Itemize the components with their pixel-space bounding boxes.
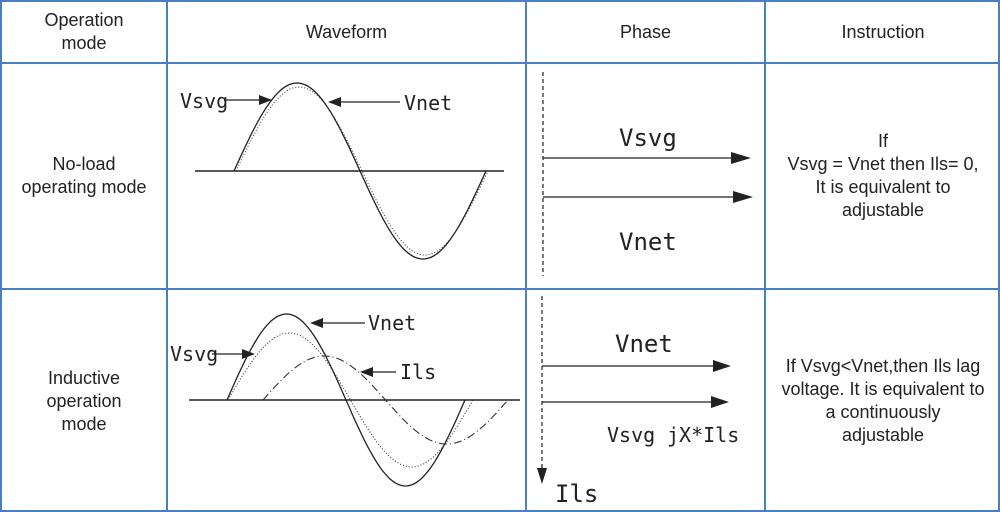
mode-line: operating mode: [21, 177, 147, 197]
column-divider: [764, 2, 766, 510]
noload-phase-diagram: Vsvg Vnet: [542, 72, 753, 276]
phase-label-vsvg: Vsvg: [607, 423, 655, 447]
row-divider: [2, 288, 998, 290]
waveform-label-vsvg: Vsvg: [170, 342, 218, 366]
header-instruction: Instruction: [766, 2, 1000, 62]
waveform-label-vsvg: Vsvg: [180, 89, 228, 113]
header-mode-line: mode: [61, 33, 107, 53]
arrow-head: [360, 367, 373, 377]
waveform-label-ils: Ils: [400, 360, 436, 384]
arrow-head: [713, 360, 731, 372]
column-divider: [525, 2, 527, 510]
inductive-waveform-diagram: Vnet Vsvg Ils: [170, 311, 520, 487]
arrow-head: [242, 349, 255, 359]
phase-label-ils: Ils: [555, 480, 598, 508]
mode-line: Inductive: [47, 367, 121, 388]
phase-label-vnet: Vnet: [619, 228, 677, 256]
arrow-head: [711, 396, 729, 408]
arrow-head: [328, 97, 341, 107]
instruction-line: adjustable: [841, 425, 925, 445]
mode-line: operation: [46, 390, 122, 411]
arrow-head: [731, 152, 751, 164]
header-phase: Phase: [527, 2, 764, 62]
column-divider: [166, 2, 168, 510]
arrow-head: [537, 468, 547, 484]
waveform-label-vnet: Vnet: [368, 311, 416, 335]
instruction-line: voltage. It is equivalent to: [781, 379, 985, 399]
row-noload-mode: No-load operating mode: [2, 64, 166, 288]
waveform-label-vnet: Vnet: [404, 91, 452, 115]
header-instruction-label: Instruction: [841, 21, 925, 42]
row-divider: [2, 62, 998, 64]
instruction-line: a continuously: [825, 402, 941, 422]
arrow-head: [310, 318, 323, 328]
header-waveform-label: Waveform: [305, 21, 388, 42]
mode-line: mode: [61, 413, 107, 434]
row-noload-instruction: If Vsvg = Vnet then Ils= 0, It is equiva…: [766, 64, 1000, 288]
ils-waveform: [262, 355, 509, 445]
row-inductive-instruction: If Vsvg<Vnet,then Ils lag voltage. It is…: [766, 290, 1000, 512]
noload-waveform-diagram: Vsvg Vnet: [180, 82, 504, 260]
vnet-waveform: [226, 313, 466, 487]
instruction-line: It is equivalent to: [815, 177, 951, 197]
header-phase-label: Phase: [619, 21, 672, 42]
arrow-head: [259, 95, 272, 105]
arrow-head: [733, 191, 753, 203]
header-waveform: Waveform: [168, 2, 525, 62]
phase-label-vnet: Vnet: [615, 330, 673, 358]
vnet-waveform: [235, 86, 489, 256]
instruction-line: If: [877, 131, 888, 151]
vsvg-waveform: [233, 82, 487, 260]
instruction-line: adjustable: [841, 200, 925, 220]
mode-line: No-load: [52, 154, 116, 174]
row-inductive-mode: Inductive operation mode: [2, 290, 166, 512]
instruction-line: If Vsvg<Vnet,then Ils lag: [785, 356, 981, 376]
phase-label-jx-ils: jX*Ils: [667, 423, 739, 447]
inductive-phase-diagram: Vnet Vsvg jX*Ils Ils: [537, 296, 739, 508]
phase-label-vsvg: Vsvg: [619, 124, 677, 152]
header-operation-mode: Operation mode: [2, 2, 166, 62]
header-mode-line: Operation: [44, 10, 124, 30]
instruction-line: Vsvg = Vnet then Ils= 0,: [787, 154, 979, 174]
